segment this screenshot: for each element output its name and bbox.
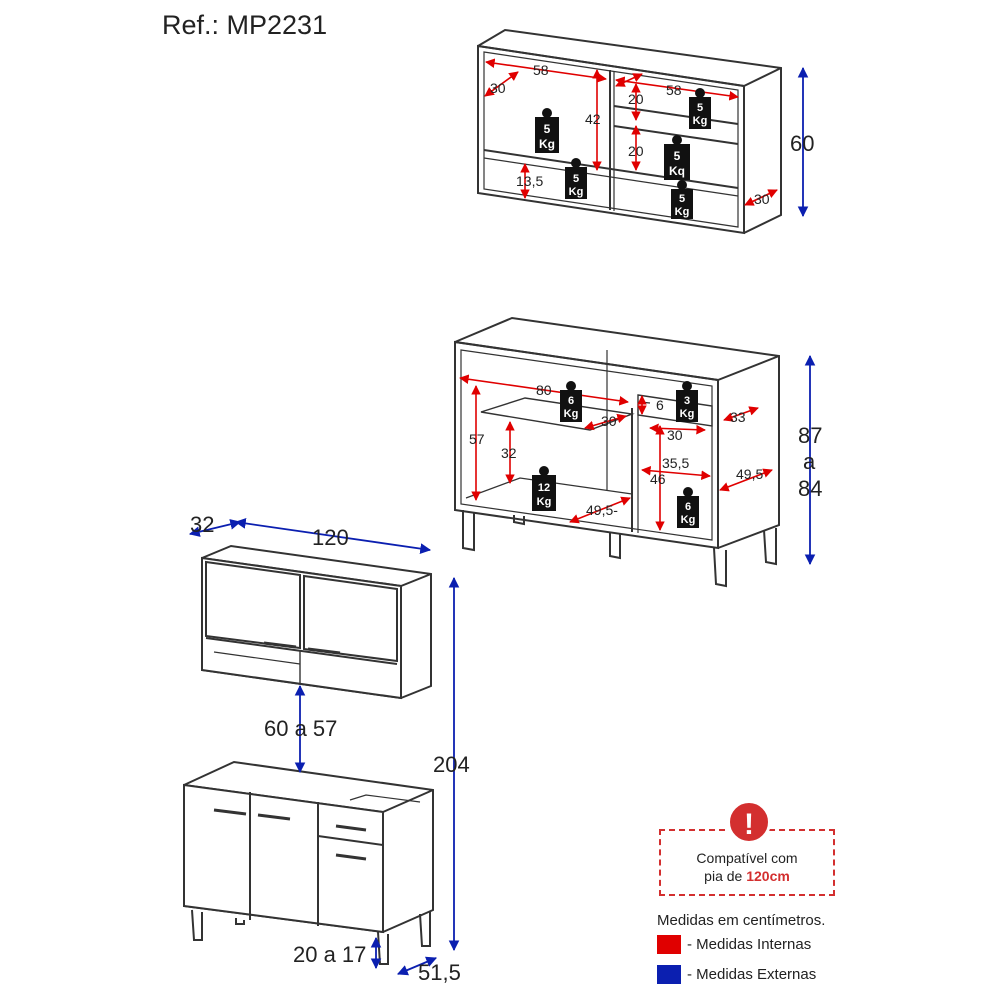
blue-swatch-icon: [657, 965, 681, 984]
svg-text:Kg: Kg: [675, 206, 690, 218]
svg-text:Kq: Kq: [669, 164, 685, 178]
base-dim-left-height: 57: [469, 431, 485, 447]
red-swatch-icon: [657, 935, 681, 954]
base-dim-right-width: 35,5: [662, 455, 689, 471]
notice-line-2-value: 120cm: [746, 868, 790, 884]
upper-dim-inner-height: 42: [585, 111, 601, 127]
assembly-dim-depth-base: 51,5: [418, 960, 461, 985]
exclamation-alert-icon: !: [727, 800, 771, 844]
svg-text:Kg: Kg: [569, 186, 584, 198]
assembly-dim-gap: 60 a 57: [264, 716, 337, 741]
svg-text:5: 5: [697, 102, 703, 114]
notice-line-1: Compatível com: [696, 850, 798, 866]
reference-title: Ref.: MP2231: [162, 10, 328, 40]
svg-text:12: 12: [538, 482, 550, 494]
upper-cabinet-internal-dims: [484, 58, 778, 206]
legend-external: - Medidas Externas: [657, 965, 816, 985]
upper-weight-5: 5 Kg: [671, 180, 693, 219]
base-dim-inner-width: 80: [536, 382, 552, 398]
assembly-wall-cabinet: [201, 544, 432, 700]
upper-dim-shelf-gap-2: 20: [628, 143, 644, 159]
svg-text:Kg: Kg: [564, 408, 579, 420]
svg-text:3: 3: [684, 395, 690, 407]
legend-internal-label: - Medidas Internas: [687, 936, 812, 953]
base-dim-drawer-ext-depth: 33: [730, 409, 746, 425]
upper-weight-1: 5 Kg: [535, 108, 559, 153]
svg-text:Kg: Kg: [693, 115, 708, 127]
svg-text:5: 5: [544, 122, 551, 136]
base-dim-left-depth: 49,5-: [586, 502, 618, 518]
base-weight-4: 6 Kg: [677, 487, 699, 528]
upper-dim-depth-left: 30: [490, 80, 506, 96]
assembly-external-dims: [188, 518, 460, 976]
base-dim-height-top: 87: [798, 423, 822, 448]
assembly-dim-width: 120: [312, 525, 349, 550]
upper-dim-width-right: 58: [666, 82, 682, 98]
legend-external-label: - Medidas Externas: [687, 966, 817, 983]
upper-weight-3: 5 Kg: [689, 88, 711, 129]
svg-text:6: 6: [685, 501, 691, 513]
assembly-dim-leg-height: 20 a 17: [293, 942, 366, 967]
notice-line-2-prefix: pia de: [704, 868, 743, 884]
upper-dim-depth-right: 30: [754, 191, 770, 207]
legend-title: Medidas em centímetros.: [657, 912, 826, 929]
svg-text:Kg: Kg: [681, 514, 696, 526]
base-dim-shelf-gap: 32: [501, 445, 517, 461]
svg-text:Kg: Kg: [537, 496, 552, 508]
base-weight-2: 3 Kg: [676, 381, 698, 422]
upper-dim-shelf-gap-1: 20: [628, 91, 644, 107]
base-dim-shelf-depth: 30: [601, 413, 617, 429]
base-dim-drawer-depth: 30: [667, 427, 683, 443]
upper-dim-total-height: 60: [790, 131, 814, 156]
svg-text:5: 5: [674, 149, 681, 163]
upper-cabinet-drawing: [477, 28, 782, 235]
base-dim-height-mid: a: [803, 449, 816, 474]
assembly-dim-total-height: 204: [433, 752, 470, 777]
upper-dim-width-left: 58: [533, 62, 549, 78]
upper-dim-bottom-niche: 13,5: [516, 173, 543, 189]
svg-text:Kg: Kg: [539, 137, 555, 151]
base-weight-3: 12 Kg: [532, 466, 556, 511]
base-dim-right-height: 46: [650, 471, 666, 487]
base-dim-right-depth: 49,5: [736, 466, 763, 482]
svg-text:Kg: Kg: [680, 408, 695, 420]
assembly-base-cabinet: [183, 760, 434, 965]
base-weight-1: 6 Kg: [560, 381, 582, 422]
svg-text:6: 6: [568, 395, 574, 407]
base-cabinet-drawing: [454, 316, 780, 588]
base-dim-drawer-height: 6: [656, 397, 664, 413]
legend-internal: - Medidas Internas: [657, 935, 811, 955]
base-dim-height-bottom: 84: [798, 476, 822, 501]
svg-text:5: 5: [573, 173, 579, 185]
upper-weight-2: 5 Kg: [565, 158, 587, 199]
sink-compatibility-notice: Compatível com pia de 120cm: [659, 829, 835, 896]
upper-weight-4: 5 Kq: [664, 135, 690, 180]
svg-text:5: 5: [679, 193, 685, 205]
assembly-dim-depth-top: 32: [190, 512, 214, 537]
base-cabinet-internal-dims: [459, 374, 773, 531]
